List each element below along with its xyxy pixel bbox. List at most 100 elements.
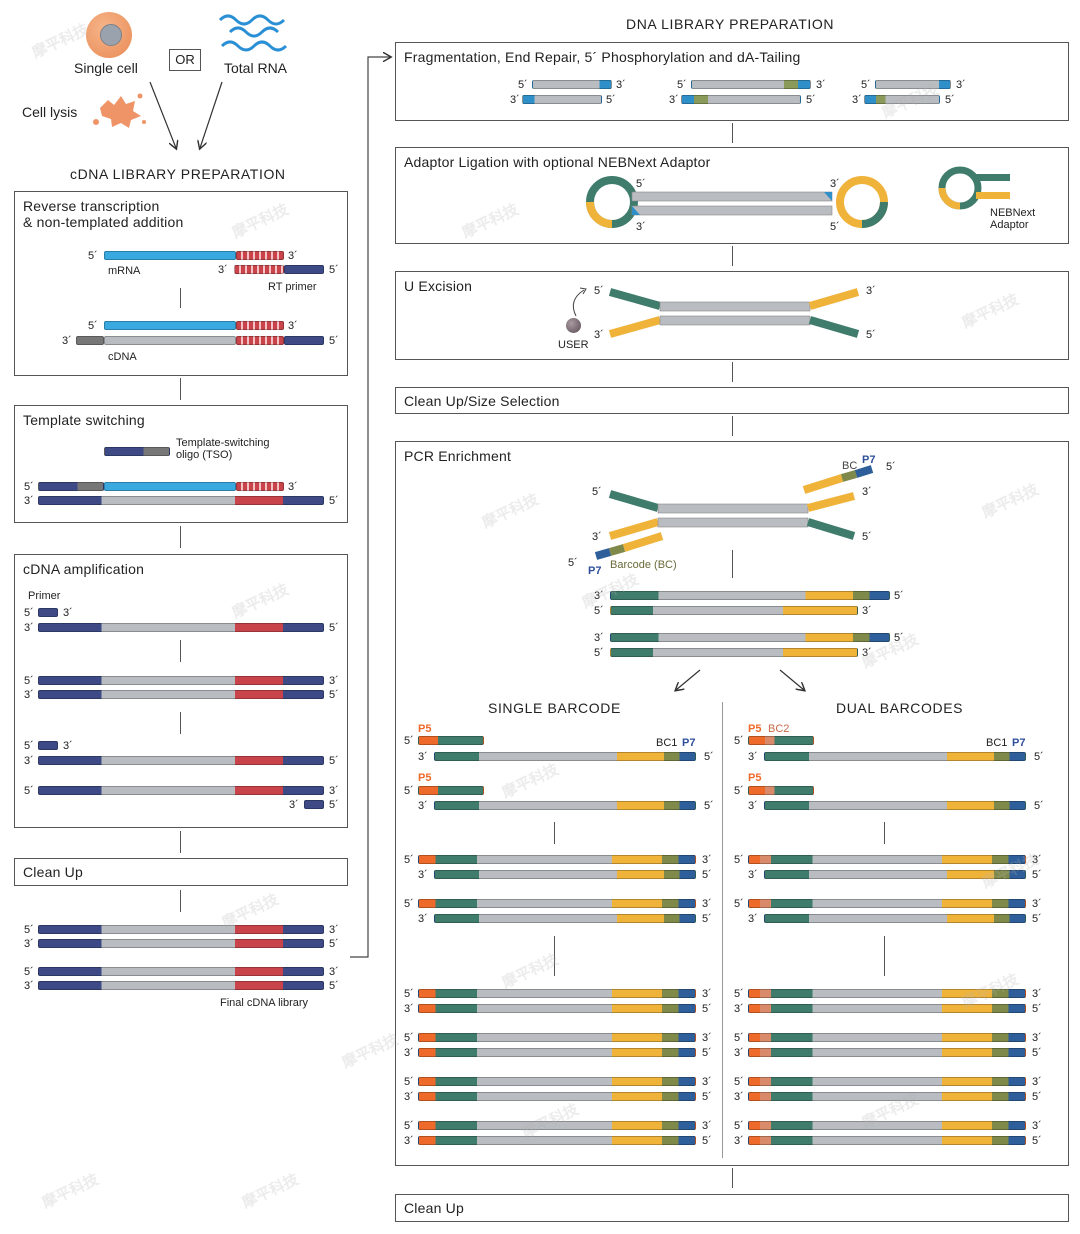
down-arrow [180, 831, 181, 853]
down-arrow [180, 526, 181, 548]
pcr-product-strand [610, 648, 858, 657]
frag-strand [864, 95, 940, 104]
barcode-label: Barcode (BC) [610, 559, 677, 571]
end-label: 5´ [734, 1120, 744, 1132]
end-label: 3´ [1032, 1032, 1042, 1044]
final-amplicon-strand [418, 1048, 696, 1057]
end-label: 5´ [830, 221, 840, 233]
end-label: 3´ [1032, 854, 1042, 866]
end-label: 5´ [861, 79, 871, 91]
end-label: 5´ [24, 966, 34, 978]
end-label: 5´ [329, 495, 339, 507]
p7-label: P7 [862, 454, 876, 466]
end-label: 3´ [418, 869, 428, 881]
amplicon-strand [764, 870, 1026, 879]
frag-strand [691, 80, 811, 89]
frag-strand [681, 95, 801, 104]
end-label: 5´ [24, 924, 34, 936]
down-arrow [732, 1168, 733, 1188]
end-label: 3´ [816, 79, 826, 91]
tso-oligo [104, 447, 170, 456]
end-label: 3´ [1032, 898, 1042, 910]
end-label: 3´ [329, 675, 339, 687]
end-label: 5´ [404, 854, 414, 866]
primer-label: Primer [28, 590, 61, 602]
end-label: 3´ [748, 800, 758, 812]
template-strand [434, 752, 696, 761]
cdna-primer [284, 336, 324, 345]
end-label: 3´ [702, 854, 712, 866]
adaptor-title: Adaptor Ligation with optional NEBNext A… [404, 154, 711, 170]
down-arrow [884, 936, 885, 956]
end-label: 3´ [862, 605, 872, 617]
end-label: 5´ [1034, 800, 1044, 812]
end-label: 5´ [704, 800, 714, 812]
end-label: 5´ [606, 94, 616, 106]
p5-label: P5 [418, 723, 432, 735]
p7-label: P7 [1012, 737, 1026, 749]
amp-template [38, 756, 324, 765]
end-label: 5´ [329, 938, 339, 950]
or-label: OR [175, 52, 195, 67]
end-label: 3´ [702, 1032, 712, 1044]
final-amplicon-strand [748, 1121, 1026, 1130]
end-label: 3´ [63, 740, 73, 752]
template-strand [764, 752, 1026, 761]
final-amplicon-strand [748, 1077, 1026, 1086]
p5-label: P5 [418, 772, 432, 784]
single-barcode-title: SINGLE BARCODE [488, 700, 621, 716]
cdna-prep-title: cDNA LIBRARY PREPARATION [70, 166, 286, 182]
p7-label: P7 [682, 737, 696, 749]
p5-primer [748, 786, 814, 795]
dual-barcodes-title: DUAL BARCODES [836, 700, 964, 716]
end-label: 3´ [1032, 988, 1042, 1000]
end-label: 3´ [636, 221, 646, 233]
end-label: 3´ [288, 250, 298, 262]
end-label: 5´ [702, 1091, 712, 1103]
end-label: 5´ [1034, 751, 1044, 763]
or-badge: OR [169, 49, 201, 71]
lysis-arrow [149, 81, 176, 148]
dna-prep-title: DNA LIBRARY PREPARATION [626, 16, 835, 32]
curved-arrow-icon [572, 287, 587, 317]
u-excision-diagram [608, 288, 860, 338]
ts-top-tso [38, 482, 104, 491]
template-strand [764, 801, 1026, 810]
frag-strand [522, 95, 602, 104]
amp-template [38, 623, 324, 632]
final-amplicon-strand [418, 1121, 696, 1130]
end-label: 5´ [636, 178, 646, 190]
down-arrow [554, 822, 555, 844]
end-label: 5´ [518, 79, 528, 91]
watermark: 摩平科技 [339, 1031, 402, 1072]
end-label: 3´ [669, 94, 679, 106]
end-label: 5´ [702, 1003, 712, 1015]
final-amplicon-strand [748, 1033, 1026, 1042]
end-label: 5´ [734, 988, 744, 1000]
ts-box: Template switching [14, 405, 348, 523]
end-label: 5´ [945, 94, 955, 106]
end-label: 3´ [852, 94, 862, 106]
end-label: 5´ [24, 740, 34, 752]
end-label: 5´ [329, 755, 339, 767]
amp-primer [304, 800, 324, 809]
end-label: 5´ [404, 988, 414, 1000]
end-label: 3´ [418, 800, 428, 812]
end-label: 5´ [329, 622, 339, 634]
end-label: 5´ [404, 1032, 414, 1044]
end-label: 5´ [568, 557, 578, 569]
pcr-product-strand [610, 633, 890, 642]
final-amplicon-strand [418, 1092, 696, 1101]
end-label: 5´ [734, 1032, 744, 1044]
p5-primer [748, 736, 814, 745]
ts-title: Template switching [23, 412, 145, 428]
end-label: 5´ [894, 632, 904, 644]
cdna-cleanup-box: Clean Up [14, 858, 348, 886]
end-label: 5´ [594, 647, 604, 659]
end-label: 5´ [734, 1076, 744, 1088]
size-selection-box: Clean Up/Size Selection [395, 387, 1069, 414]
end-label: 3´ [956, 79, 966, 91]
amplicon-strand [748, 855, 1026, 864]
frag-box: Fragmentation, End Repair, 5´ Phosphoryl… [395, 42, 1069, 121]
